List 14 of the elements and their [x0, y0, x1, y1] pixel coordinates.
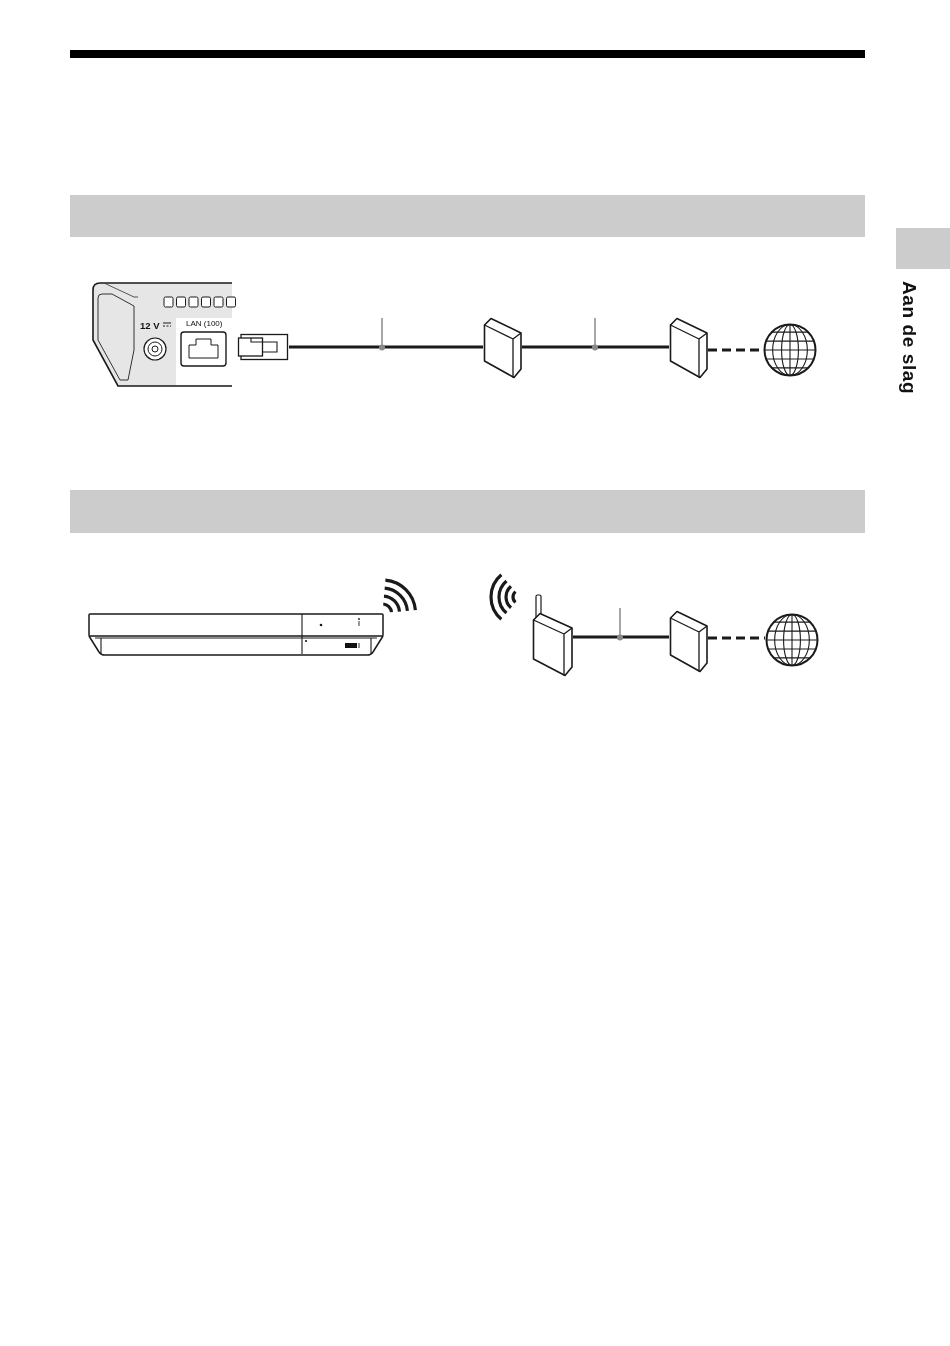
section-band [70, 195, 865, 237]
wireless-router-box [532, 594, 573, 677]
globe-icon [765, 613, 819, 667]
modem-box [669, 317, 708, 379]
network-cable [522, 345, 669, 349]
globe-icon [763, 323, 817, 377]
player-front-view [87, 612, 387, 658]
network-cable [289, 345, 483, 349]
lan-plug [237, 333, 289, 361]
router-box [483, 317, 522, 379]
modem-box [669, 610, 708, 673]
network-cable [573, 635, 669, 639]
section-band [70, 490, 865, 533]
section-tab-label: Aan de slag [899, 281, 920, 395]
